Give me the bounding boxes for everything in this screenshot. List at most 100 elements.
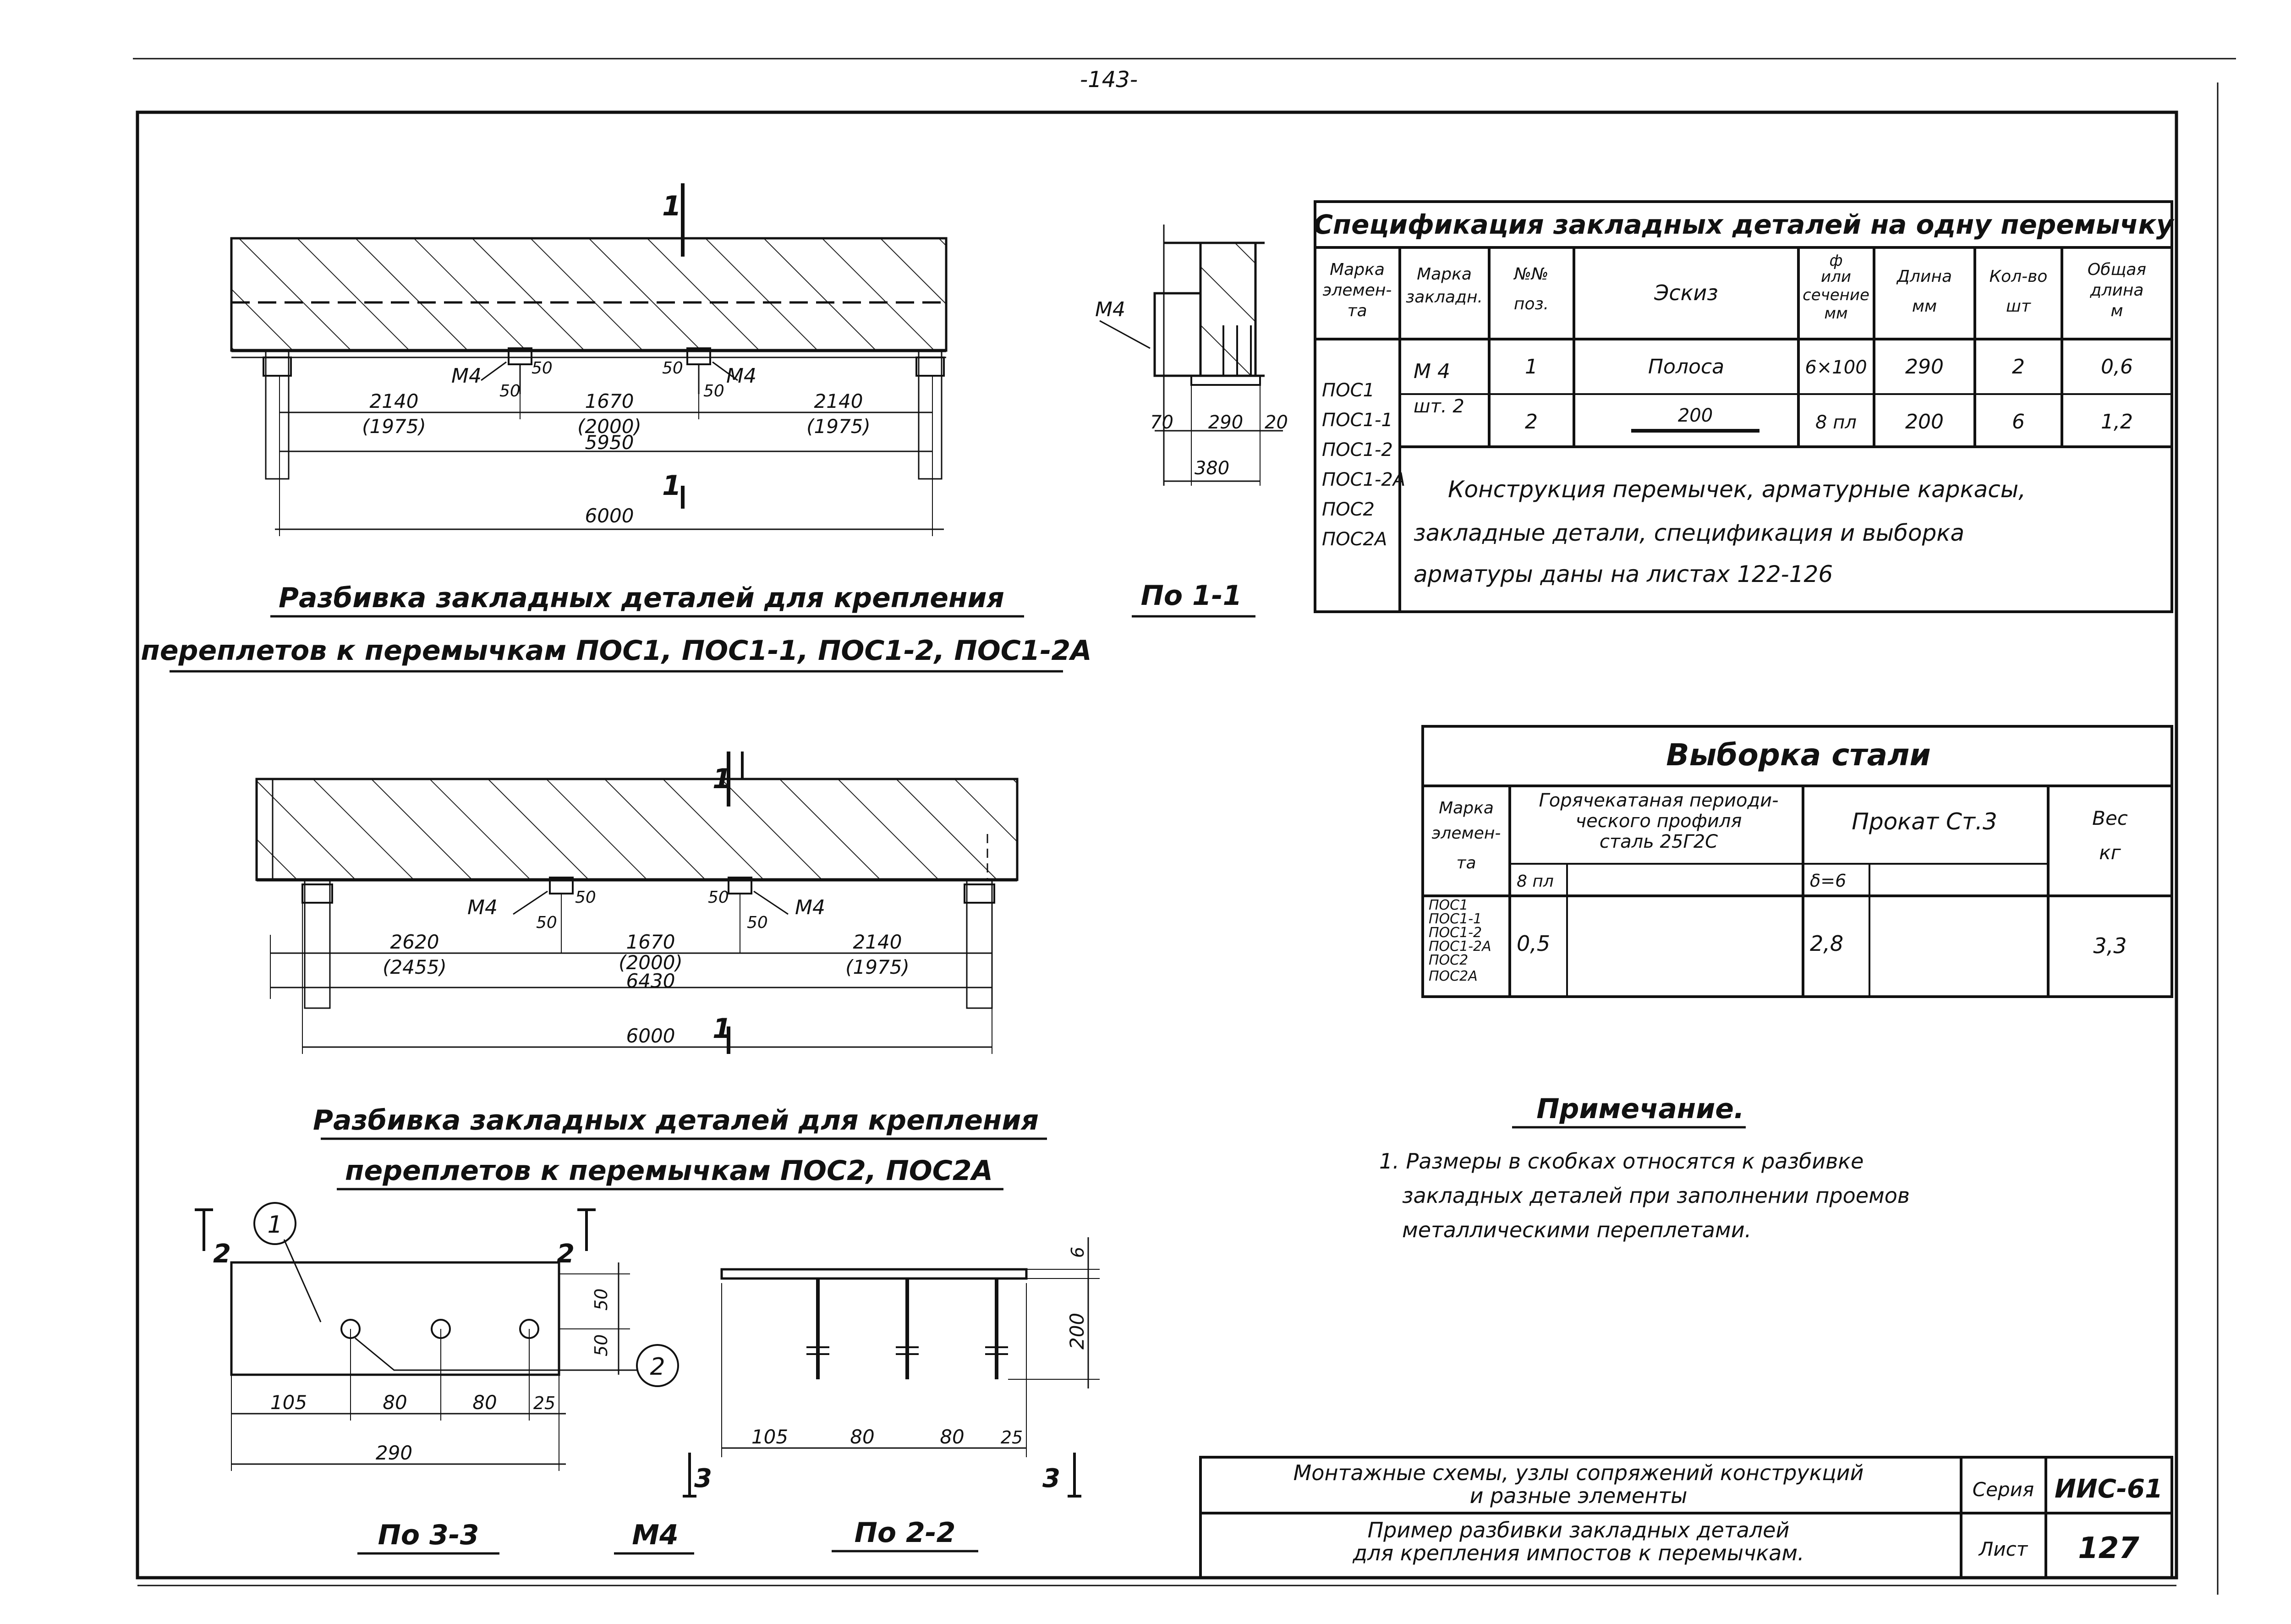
caption-line-1: Разбивка закладных деталей для крепления (279, 582, 1004, 614)
plate-mark: М4 (632, 1519, 678, 1551)
dim-b: 290 (1208, 412, 1243, 433)
dim-mid: 1670 (626, 931, 675, 953)
spec-cell: Полоса (1648, 355, 1724, 379)
steel-header-rolled: Прокат Ст.3 (1852, 808, 1997, 835)
spec-note-line: Конструкция перемычек, арматурные каркас… (1448, 476, 2026, 503)
steel-element: ПОС2А (1429, 968, 1478, 984)
dim-left: 2620 (390, 931, 439, 953)
dim-top: 6 (1068, 1247, 1088, 1258)
section-dim: 25 (1001, 1427, 1023, 1448)
steel-element: ПОС1 (1429, 897, 1468, 913)
plate-dim-total: 290 (376, 1442, 412, 1464)
section-mark: 3 (694, 1464, 712, 1493)
section-mark-2b: 1 (713, 1013, 732, 1045)
note-line: закладных деталей при заполнении проемов (1402, 1183, 1910, 1208)
plate-label: М4 (1095, 298, 1125, 321)
caption-line-2: переплетов к перемычкам ПОС1, ПОС1-1, ПО… (141, 635, 1091, 667)
plate-caption: По 3-3 (378, 1519, 479, 1551)
dim-left-alt: (2455) (383, 956, 447, 978)
steel-table (1421, 725, 2173, 998)
dim-50: 50 (591, 1334, 611, 1356)
offset-dim: 50 (662, 359, 683, 378)
caption-line-1: Разбивка закладных деталей для крепления (313, 1104, 1039, 1136)
spec-cell: 1,2 (2101, 410, 2133, 433)
dim-c: 20 (1265, 412, 1288, 433)
section-1-1 (1099, 225, 1283, 486)
dim-a: 70 (1150, 412, 1173, 433)
section-dim: 80 (850, 1426, 874, 1448)
offset-dim: 50 (532, 359, 553, 378)
caption-line-2: переплетов к перемычкам ПОС2, ПОС2А (345, 1155, 993, 1187)
steel-sub-hot: 8 пл (1517, 872, 1554, 891)
spec-element: ПОС2А (1322, 529, 1387, 550)
spec-row-2: 2 200 8 пл 200 6 1,2 (1525, 405, 2133, 433)
caption-underlines (170, 615, 1063, 673)
caption-underlines (321, 1137, 1047, 1191)
series-label: Серия (1973, 1478, 2034, 1501)
sheet-value: 127 (2078, 1531, 2139, 1565)
dim-right: 2140 (814, 390, 863, 412)
section-mark-1b: 1 (662, 470, 681, 502)
section-caption: По 2-2 (855, 1517, 956, 1549)
page-number: -143- (1080, 67, 1138, 93)
steel-element: ПОС1-1 (1429, 911, 1482, 927)
plate-label: М4 (795, 896, 825, 919)
offset-dim: 50 (747, 913, 768, 932)
section-mark: 2 (557, 1239, 575, 1269)
spec-element: ПОС1 (1322, 380, 1375, 401)
spec-table (1314, 200, 2173, 613)
title-line-2b: для крепления импостов к перемычкам. (1352, 1541, 1804, 1565)
dim-mid-alt: (2000) (619, 951, 683, 974)
dim-left-alt: (1975) (362, 415, 426, 438)
section-mark-1a: 1 (662, 190, 681, 222)
dim-total: 6000 (585, 505, 634, 527)
plate-label: М4 (451, 364, 482, 388)
dim-right-alt: (1975) (845, 956, 910, 978)
offset-dim: 50 (703, 382, 724, 401)
steel-element-list: ПОС1 ПОС1-1 ПОС1-2 ПОС1-2А ПОС2 ПОС2А (1429, 897, 1491, 984)
dim-right-alt: (1975) (806, 415, 871, 438)
spec-row-1: 1 Полоса 6×100 290 2 0,6 (1525, 355, 2133, 379)
sheet-frame (133, 58, 2236, 1595)
dim-mid: 1670 (585, 390, 634, 412)
title-line-2: Пример разбивки закладных деталей (1368, 1518, 1790, 1542)
plate-dim: 105 (270, 1391, 307, 1414)
title-line-1b: и разные элементы (1470, 1483, 1688, 1508)
section-caption: По 1-1 (1141, 580, 1242, 612)
section-dim: 105 (751, 1426, 788, 1448)
spec-cell: 6 (2012, 410, 2025, 433)
series-value: ИИС-61 (2055, 1474, 2163, 1504)
offset-dim: 50 (499, 382, 521, 401)
plate-dim: 80 (472, 1391, 497, 1414)
section-mark-2a: 1 (713, 763, 732, 795)
section-2-2 (683, 1237, 1100, 1498)
section-mark: 3 (1042, 1464, 1060, 1493)
offset-dim: 50 (536, 913, 557, 932)
plate-label: М4 (726, 364, 756, 388)
spec-header-sketch: Эскиз (1654, 280, 1718, 305)
dim-total: 6000 (626, 1025, 675, 1047)
spec-title: Спецификация закладных деталей на одну п… (1313, 209, 2174, 240)
spec-cell: 200 (1678, 405, 1713, 426)
spec-cell: 2 (2012, 355, 2025, 379)
note-line: металлическими переплетами. (1402, 1218, 1751, 1242)
spec-cell: 2 (1525, 410, 1538, 433)
offset-dim: 50 (575, 888, 596, 907)
steel-value-rolled: 2,8 (1810, 931, 1843, 956)
steel-sub-rolled: δ=6 (1810, 871, 1846, 891)
spec-note-line: закладные детали, спецификация и выборка (1414, 520, 1964, 546)
dim-total: 380 (1195, 458, 1229, 479)
spec-cell: 1 (1525, 355, 1538, 379)
note-title: Примечание. (1536, 1093, 1744, 1125)
